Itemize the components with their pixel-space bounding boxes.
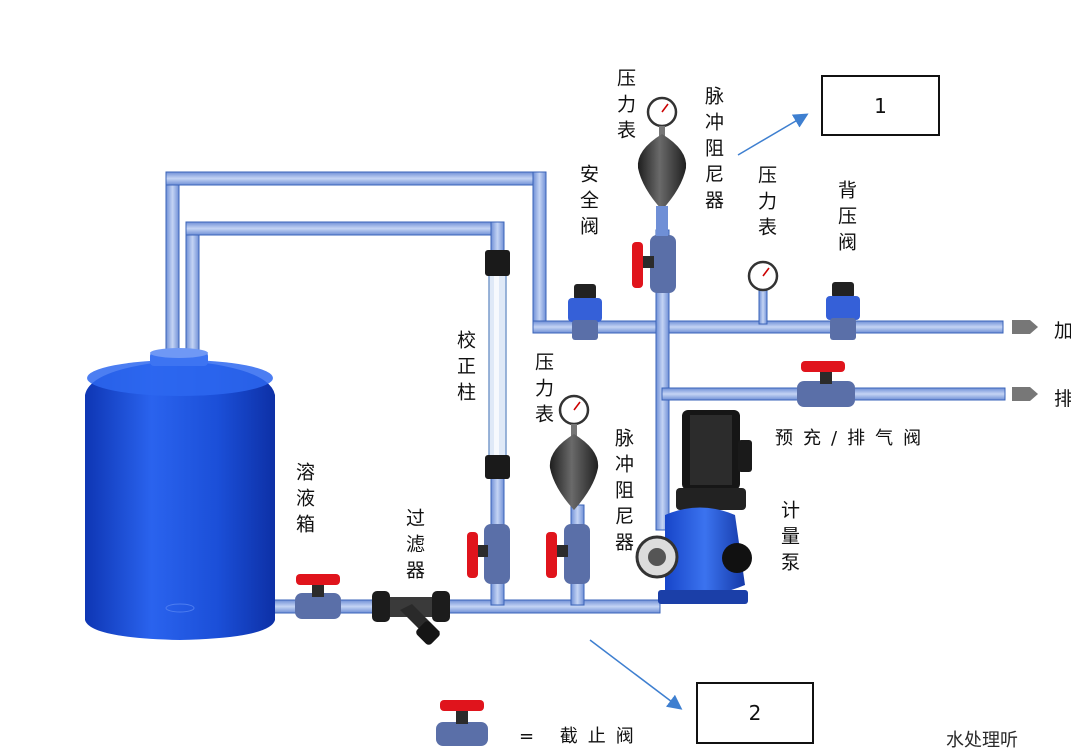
label-calibration-column: 校正柱 (454, 330, 476, 408)
pulsation-damper-icon (549, 434, 599, 510)
ball-valve-icon (632, 235, 676, 293)
label-prime-vent-valve: 预充/排气阀 (775, 428, 932, 449)
ball-valve-icon (295, 574, 341, 619)
ball-valve-icon (467, 524, 510, 584)
relief-valve-icon (826, 282, 860, 340)
pipe-tank-riser-outer (165, 171, 180, 353)
arrow-icon (589, 639, 683, 710)
pipe-tank-riser-inner (185, 221, 200, 353)
label-dosing-out: 加 (1054, 320, 1071, 342)
pressure-gauge-icon (747, 260, 779, 292)
pipe-top-inner (185, 221, 505, 236)
label-damper-top: 脉冲阻尼器 (702, 86, 724, 216)
pulsation-damper-icon (637, 134, 687, 236)
relief-valve-icon (568, 284, 602, 340)
label-gauge-mid: 压力表 (755, 165, 777, 243)
callout-box-2: 2 (696, 682, 814, 744)
pipe-top-outer (165, 171, 547, 186)
label-gauge-top: 压力表 (614, 68, 636, 146)
arrow-icon (1012, 320, 1038, 334)
label-tank: 溶液箱 (293, 462, 315, 540)
tank-icon (85, 348, 275, 640)
label-back-pressure-valve: 背压阀 (835, 180, 857, 258)
pressure-gauge-icon (646, 96, 678, 136)
pipe-column-top (490, 221, 505, 253)
arrow-icon (737, 113, 809, 156)
legend-stop-valve-text: = 截止阀 (519, 726, 644, 747)
label-drain-out: 排 (1054, 388, 1071, 410)
label-metering-pump: 计量泵 (778, 500, 800, 578)
pipe-relief-return-down (532, 171, 547, 333)
label-safety-valve: 安全阀 (577, 164, 599, 242)
ball-valve-icon (797, 361, 855, 407)
ball-valve-icon (436, 700, 488, 746)
callout-box-1: 1 (821, 75, 940, 136)
label-gauge-low: 压力表 (532, 352, 554, 430)
y-strainer-icon (372, 591, 450, 645)
arrow-icon (1012, 387, 1038, 401)
metering-pump-icon (635, 410, 752, 604)
pressure-gauge-icon (558, 394, 590, 436)
calibration-column-icon (485, 250, 510, 479)
watermark: 水处理听 (946, 730, 1018, 751)
ball-valve-icon (546, 524, 590, 584)
pipe-discharge-main (592, 320, 1004, 334)
label-damper-low: 脉冲阻尼器 (612, 428, 634, 558)
pipe-gauge-mid-stem (758, 287, 768, 325)
label-filter: 过滤器 (403, 508, 425, 586)
